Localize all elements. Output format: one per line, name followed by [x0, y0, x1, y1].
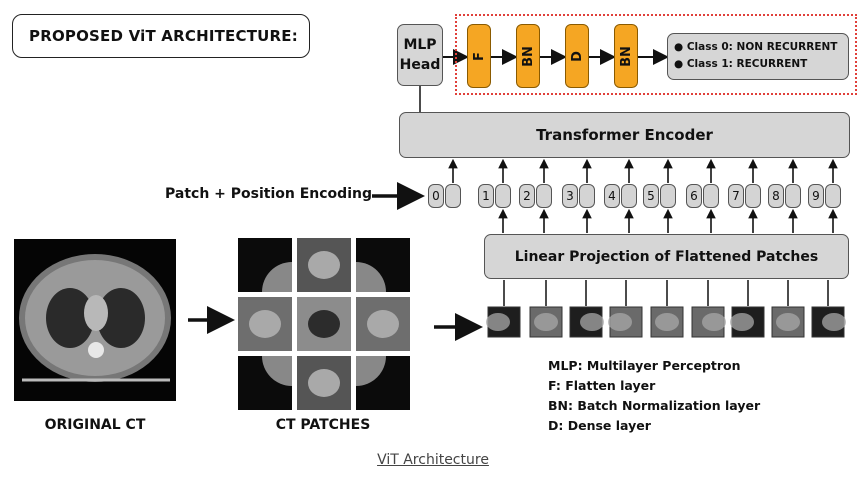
token-index-1: 1 [478, 184, 494, 208]
flattened-patch-6 [691, 306, 726, 338]
legend-item-bn: BN: Batch Normalization layer [548, 398, 761, 413]
ct-patches-label: CT PATCHES [275, 417, 371, 433]
class-item: ● Class 0: NON RECURRENT [674, 41, 838, 53]
abbreviation-legend: MLP: Multilayer Perceptron F: Flatten la… [548, 356, 760, 436]
ct-patch-1 [238, 238, 292, 292]
ct-patch-5 [297, 297, 351, 351]
mlp-head-block: MLP Head [397, 24, 443, 86]
flattened-patch-5 [650, 306, 684, 338]
batchnorm-layer-label-2: BN [618, 45, 634, 67]
token-embedding-6 [703, 184, 719, 208]
flatten-layer-label: F [471, 51, 487, 61]
patch-position-encoding-label: Patch + Position Encoding [165, 186, 372, 202]
token-embedding-2 [536, 184, 552, 208]
batchnorm-layer-block-1: BN [516, 24, 540, 88]
transformer-encoder-label: Transformer Encoder [536, 126, 713, 144]
transformer-encoder-block: Transformer Encoder [399, 112, 850, 158]
ct-patch-8 [297, 356, 351, 410]
token-embedding-8 [785, 184, 801, 208]
ct-patch-2 [297, 238, 351, 292]
figure-caption-link[interactable]: ViT Architecture [377, 452, 489, 468]
token-embedding-5 [660, 184, 676, 208]
batchnorm-layer-label-1: BN [520, 45, 536, 67]
ct-patch-7 [238, 356, 292, 410]
legend-item-mlp: MLP: Multilayer Perceptron [548, 358, 741, 373]
legend-item-d: D: Dense layer [548, 418, 651, 433]
ct-patch-9 [356, 356, 410, 410]
linear-projection-block: Linear Projection of Flattened Patches [484, 234, 849, 279]
token-embedding-3 [579, 184, 595, 208]
flattened-patch-7 [730, 306, 765, 338]
flattened-patch-1 [486, 306, 521, 338]
legend-item-f: F: Flatten layer [548, 378, 656, 393]
flattened-patch-3 [569, 306, 604, 338]
token-index-4: 4 [604, 184, 620, 208]
flattened-patch-4 [608, 306, 643, 338]
ct-patches-grid [238, 238, 410, 410]
original-ct-image [14, 239, 176, 401]
token-index-9: 9 [808, 184, 824, 208]
class-item: ● Class 1: RECURRENT [674, 58, 808, 70]
dense-layer-label: D [569, 50, 585, 62]
token-embedding-9 [825, 184, 841, 208]
flattened-patch-8 [771, 306, 805, 338]
token-embedding-7 [745, 184, 761, 208]
figure-caption: ViT Architecture [0, 452, 866, 468]
class-output-box: ● Class 0: NON RECURRENT ● Class 1: RECU… [667, 33, 849, 80]
mlp-head-line1: MLP [403, 37, 437, 53]
original-ct-label: ORIGINAL CT [44, 417, 146, 433]
token-embedding-0 [445, 184, 461, 208]
ct-patch-3 [356, 238, 410, 292]
token-embedding-4 [621, 184, 637, 208]
projection-lines [503, 280, 829, 306]
diagram-title: PROPOSED ViT ARCHITECTURE: [12, 14, 310, 58]
token-index-6: 6 [686, 184, 702, 208]
linear-projection-label: Linear Projection of Flattened Patches [514, 248, 819, 265]
ct-patch-6 [356, 297, 410, 351]
flatten-layer-block: F [467, 24, 491, 88]
token-embedding-1 [495, 184, 511, 208]
token-index-8: 8 [768, 184, 784, 208]
token-index-5: 5 [643, 184, 659, 208]
class-1-label: Class 1: RECURRENT [686, 58, 808, 70]
dense-layer-block: D [565, 24, 589, 88]
diagram-title-text: PROPOSED ViT ARCHITECTURE: [29, 27, 298, 45]
mlp-head-line2: Head [399, 57, 441, 73]
token-index-3: 3 [562, 184, 578, 208]
token-index-0: 0 [428, 184, 444, 208]
flattened-patches-row [486, 306, 846, 338]
classifier-head-region [455, 14, 857, 95]
flattened-patch-2 [529, 306, 563, 338]
ct-patch-4 [238, 297, 292, 351]
token-index-2: 2 [519, 184, 535, 208]
token-index-7: 7 [728, 184, 744, 208]
token-arrows [448, 158, 838, 233]
flattened-patch-9 [811, 306, 846, 338]
class-0-label: Class 0: NON RECURRENT [686, 41, 838, 53]
batchnorm-layer-block-2: BN [614, 24, 638, 88]
